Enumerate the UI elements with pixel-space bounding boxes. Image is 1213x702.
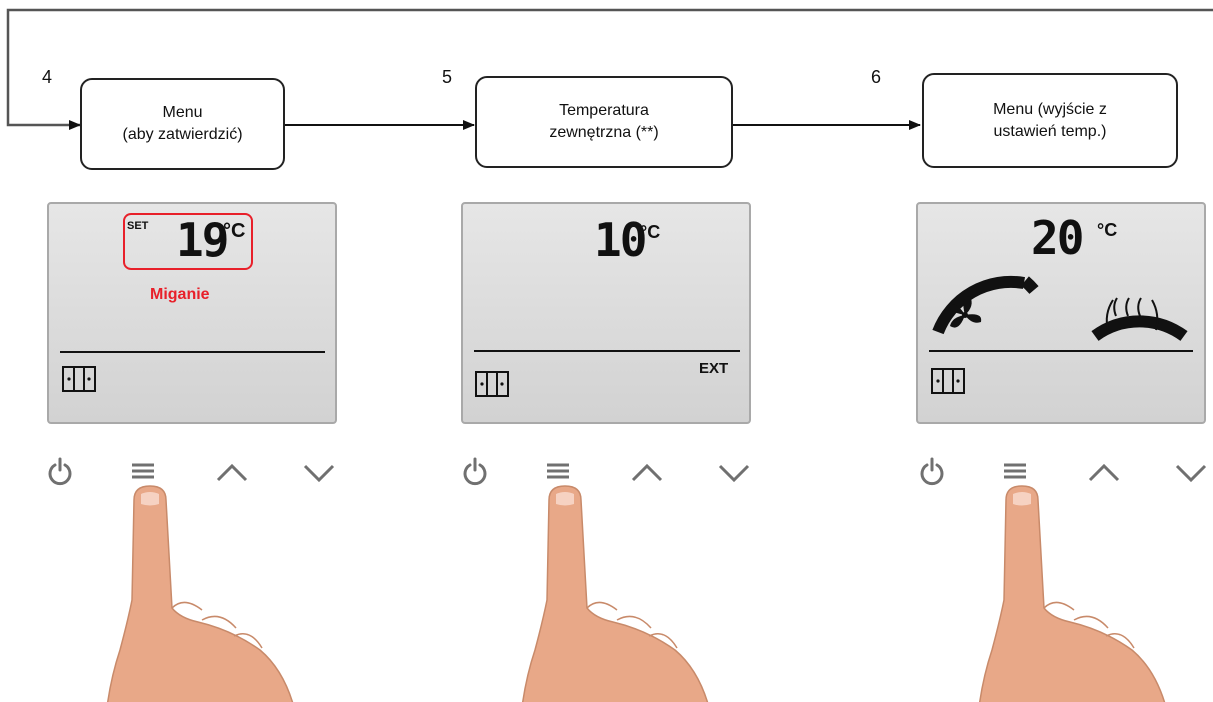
blink-note: Miganie bbox=[150, 286, 210, 303]
heat-icon bbox=[1105, 297, 1159, 331]
step-number: 6 bbox=[871, 67, 882, 87]
temperature-value: 20 bbox=[1031, 211, 1084, 265]
temperature-value: 19 bbox=[176, 213, 229, 267]
action-box: Menu (wyjście z ustawień temp.) bbox=[922, 73, 1178, 168]
button-row bbox=[920, 457, 1207, 486]
set-label: SET bbox=[127, 220, 149, 232]
top-connector-line bbox=[6, 8, 1213, 130]
button-row bbox=[48, 457, 335, 486]
radiator-icon bbox=[62, 366, 96, 392]
radiator-icon bbox=[931, 368, 965, 394]
action-box: Menu (aby zatwierdzić) bbox=[80, 78, 285, 170]
ext-label: EXT bbox=[699, 360, 729, 377]
temperature-value: 10 bbox=[594, 213, 647, 267]
pointing-hand bbox=[977, 485, 1169, 702]
fan-arc-dashed bbox=[1021, 276, 1039, 294]
step-number: 5 bbox=[442, 67, 453, 87]
action-box: Temperatura zewnętrzna (**) bbox=[475, 76, 733, 168]
temperature-unit: °C bbox=[223, 220, 246, 242]
radiator-icon bbox=[475, 371, 509, 397]
heat-arc bbox=[1091, 315, 1188, 341]
fan-icon bbox=[948, 296, 982, 328]
step-number: 4 bbox=[42, 67, 53, 87]
fan-arc bbox=[932, 275, 1026, 335]
blink-highlight-frame bbox=[123, 213, 253, 270]
temperature-unit: °C bbox=[640, 222, 661, 242]
button-row bbox=[463, 457, 750, 486]
temperature-unit: °C bbox=[1097, 220, 1118, 240]
pointing-hand bbox=[520, 485, 712, 702]
pointing-hand bbox=[105, 485, 297, 702]
